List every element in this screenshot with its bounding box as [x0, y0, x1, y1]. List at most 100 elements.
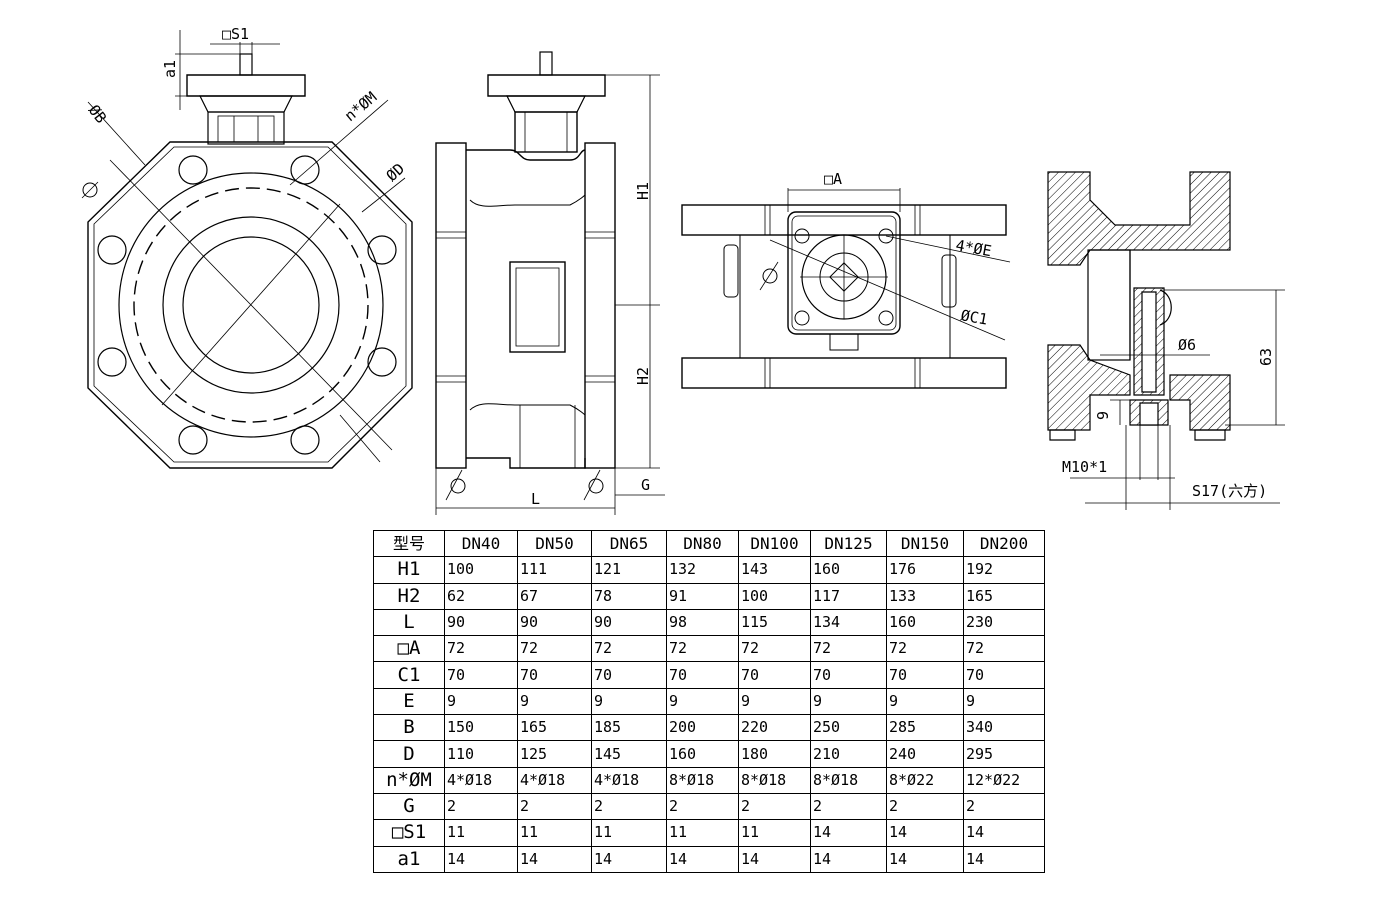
table-cell: 72: [963, 635, 1045, 663]
table-cell: 70: [666, 661, 739, 689]
table-cell: 250: [810, 714, 887, 742]
table-cell: 9: [886, 687, 964, 716]
label-e: 4*ØE: [954, 236, 993, 260]
table-cell: 8*Ø22: [886, 766, 964, 794]
table-cell: 192: [963, 556, 1045, 584]
table-cell: 72: [810, 635, 887, 663]
table-cell: 143: [738, 556, 811, 584]
section-view: [1047, 171, 1285, 510]
table-header-cell: DN50: [517, 529, 592, 558]
table-cell: 70: [738, 661, 811, 689]
table-cell: 14: [810, 845, 887, 873]
label-phi6: Ø6: [1178, 336, 1196, 354]
row-label: L: [373, 608, 445, 637]
label-dim63: 63: [1257, 348, 1275, 366]
table-cell: 110: [444, 740, 518, 768]
row-label: D: [373, 740, 445, 768]
table-cell: 11: [591, 819, 667, 847]
table-cell: 70: [444, 661, 518, 689]
table-cell: 133: [886, 582, 964, 610]
row-label: E: [373, 687, 445, 716]
table-cell: 9: [810, 687, 887, 716]
label-h1: H1: [634, 182, 652, 200]
label-s17: S17(六方): [1192, 482, 1267, 500]
table-cell: 90: [444, 608, 518, 637]
table-cell: 70: [517, 661, 592, 689]
bolt-holes: [97, 155, 397, 455]
row-label: H2: [373, 582, 445, 610]
table-cell: 14: [591, 845, 667, 873]
table-cell: 200: [666, 714, 739, 742]
table-cell: 72: [591, 635, 667, 663]
table-cell: 111: [517, 556, 592, 584]
table-cell: 72: [886, 635, 964, 663]
table-cell: 100: [444, 556, 518, 584]
table-header-cell: DN200: [963, 529, 1045, 558]
label-a1: a1: [161, 60, 179, 78]
table-cell: 70: [591, 661, 667, 689]
table-header-cell: DN40: [444, 529, 518, 558]
row-label: □S1: [373, 819, 445, 847]
table-cell: 145: [591, 740, 667, 768]
table-cell: 340: [963, 714, 1045, 742]
table-cell: 11: [444, 819, 518, 847]
table-cell: 11: [738, 819, 811, 847]
table-cell: 4*Ø18: [591, 766, 667, 794]
table-cell: 70: [886, 661, 964, 689]
table-cell: 2: [738, 792, 811, 821]
table-cell: 185: [591, 714, 667, 742]
table-cell: 72: [444, 635, 518, 663]
table-cell: 230: [963, 608, 1045, 637]
table-header-cell: DN125: [810, 529, 887, 558]
label-l: L: [531, 490, 540, 508]
table-cell: 14: [444, 845, 518, 873]
table-cell: 132: [666, 556, 739, 584]
table-header-cell: DN100: [738, 529, 811, 558]
label-m10: M10*1: [1062, 458, 1107, 476]
table-cell: 70: [810, 661, 887, 689]
table-cell: 160: [810, 556, 887, 584]
table-cell: 72: [517, 635, 592, 663]
table-cell: 8*Ø18: [738, 766, 811, 794]
table-cell: 100: [738, 582, 811, 610]
label-a: □A: [824, 170, 842, 188]
table-cell: 285: [886, 714, 964, 742]
table-cell: 2: [666, 792, 739, 821]
front-view: [81, 30, 413, 469]
table-cell: 160: [666, 740, 739, 768]
table-cell: 2: [444, 792, 518, 821]
label-g: G: [641, 476, 650, 494]
table-cell: 165: [517, 714, 592, 742]
label-nm: n*ØM: [341, 88, 380, 125]
table-cell: 72: [738, 635, 811, 663]
table-cell: 9: [738, 687, 811, 716]
table-cell: 14: [886, 819, 964, 847]
drawing-labels: □S1 a1 n*ØM ØB ØD H1 H2 L G □A 4*ØE ØC1 …: [85, 25, 1275, 508]
table-cell: 14: [886, 845, 964, 873]
table-cell: 91: [666, 582, 739, 610]
table-cell: 11: [666, 819, 739, 847]
table-cell: 2: [886, 792, 964, 821]
table-cell: 2: [963, 792, 1045, 821]
table-cell: 9: [517, 687, 592, 716]
table-cell: 14: [666, 845, 739, 873]
table-cell: 14: [517, 845, 592, 873]
table-cell: 72: [666, 635, 739, 663]
table-cell: 14: [963, 845, 1045, 873]
table-cell: 295: [963, 740, 1045, 768]
row-label: G: [373, 792, 445, 821]
table-cell: 134: [810, 608, 887, 637]
table-cell: 11: [517, 819, 592, 847]
